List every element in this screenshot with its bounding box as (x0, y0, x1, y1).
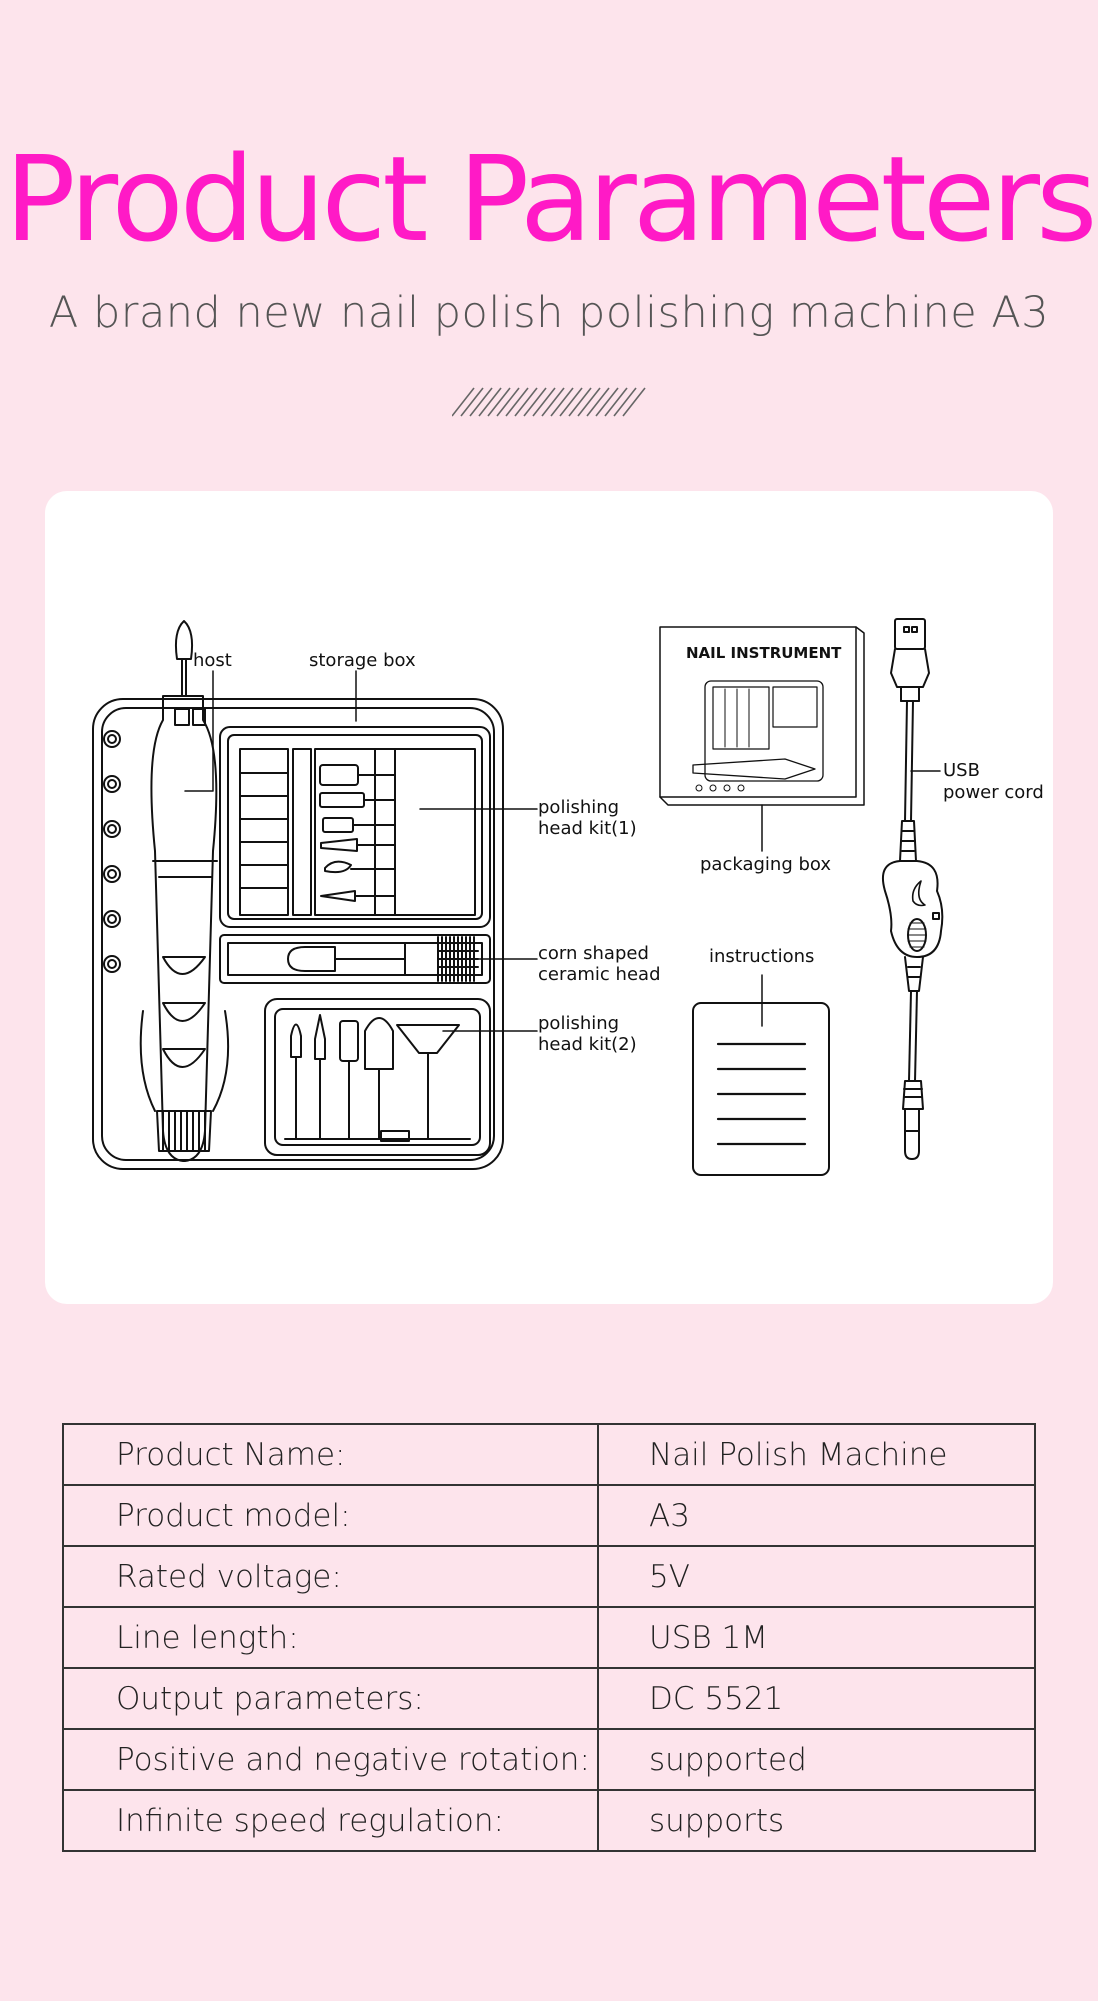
usb-power-cord (881, 618, 944, 1160)
label-corn-head-b: ceramic head (538, 964, 661, 985)
parameter-row: Output parameters:DC 5521 (62, 1667, 1036, 1730)
parameter-row: Product Name:Nail Polish Machine (62, 1423, 1036, 1486)
parameter-label: Product model: (62, 1484, 599, 1547)
product-diagram-card: host storage box polishing head kit(1) c… (45, 491, 1053, 1304)
label-packaging-box: packaging box (700, 854, 831, 875)
parameter-row: Positive and negative rotation:supported (62, 1728, 1036, 1791)
host-device (139, 620, 230, 1162)
parameter-label: Infinite speed regulation: (62, 1789, 599, 1852)
label-host: host (193, 650, 232, 671)
parameter-label: Product Name: (62, 1423, 599, 1486)
parameter-label: Output parameters: (62, 1667, 599, 1730)
parameter-value: supported (597, 1728, 1036, 1791)
packaging-box (659, 626, 865, 852)
instructions-sheet (692, 974, 830, 1176)
label-usb-a: USB (943, 760, 980, 781)
parameter-value: 5V (597, 1545, 1036, 1608)
label-storage-box: storage box (309, 650, 416, 671)
parameter-label: Line length: (62, 1606, 599, 1669)
label-corn-head-a: corn shaped (538, 943, 649, 964)
label-polishing-kit-2-a: polishing (538, 1013, 619, 1034)
page-subtitle: A brand new nail polish polishing machin… (48, 288, 1050, 338)
parameter-value: A3 (597, 1484, 1036, 1547)
parameter-row: Line length:USB 1M (62, 1606, 1036, 1669)
label-polishing-kit-2-b: head kit(2) (538, 1034, 637, 1055)
label-usb-b: power cord (943, 782, 1044, 803)
parameter-value: Nail Polish Machine (597, 1423, 1036, 1486)
parameter-row: Product model:A3 (62, 1484, 1036, 1547)
box-print-text: NAIL INSTRUMENT (686, 644, 842, 662)
parameter-value: DC 5521 (597, 1667, 1036, 1730)
storage-tray (92, 698, 504, 1170)
hatch-decoration (452, 387, 646, 417)
product-diagram: host storage box polishing head kit(1) c… (92, 618, 1044, 1176)
label-polishing-kit-1-a: polishing (538, 797, 619, 818)
page-title: Product Parameters (4, 130, 1098, 268)
label-polishing-kit-1-b: head kit(1) (538, 818, 637, 839)
leader-lines (184, 670, 941, 1032)
parameter-value: supports (597, 1789, 1036, 1852)
parameter-row: Rated voltage:5V (62, 1545, 1036, 1608)
parameter-value: USB 1M (597, 1606, 1036, 1669)
label-instructions: instructions (709, 946, 814, 967)
parameter-row: Infinite speed regulation:supports (62, 1789, 1036, 1852)
parameter-label: Rated voltage: (62, 1545, 599, 1608)
parameter-label: Positive and negative rotation: (62, 1728, 599, 1791)
